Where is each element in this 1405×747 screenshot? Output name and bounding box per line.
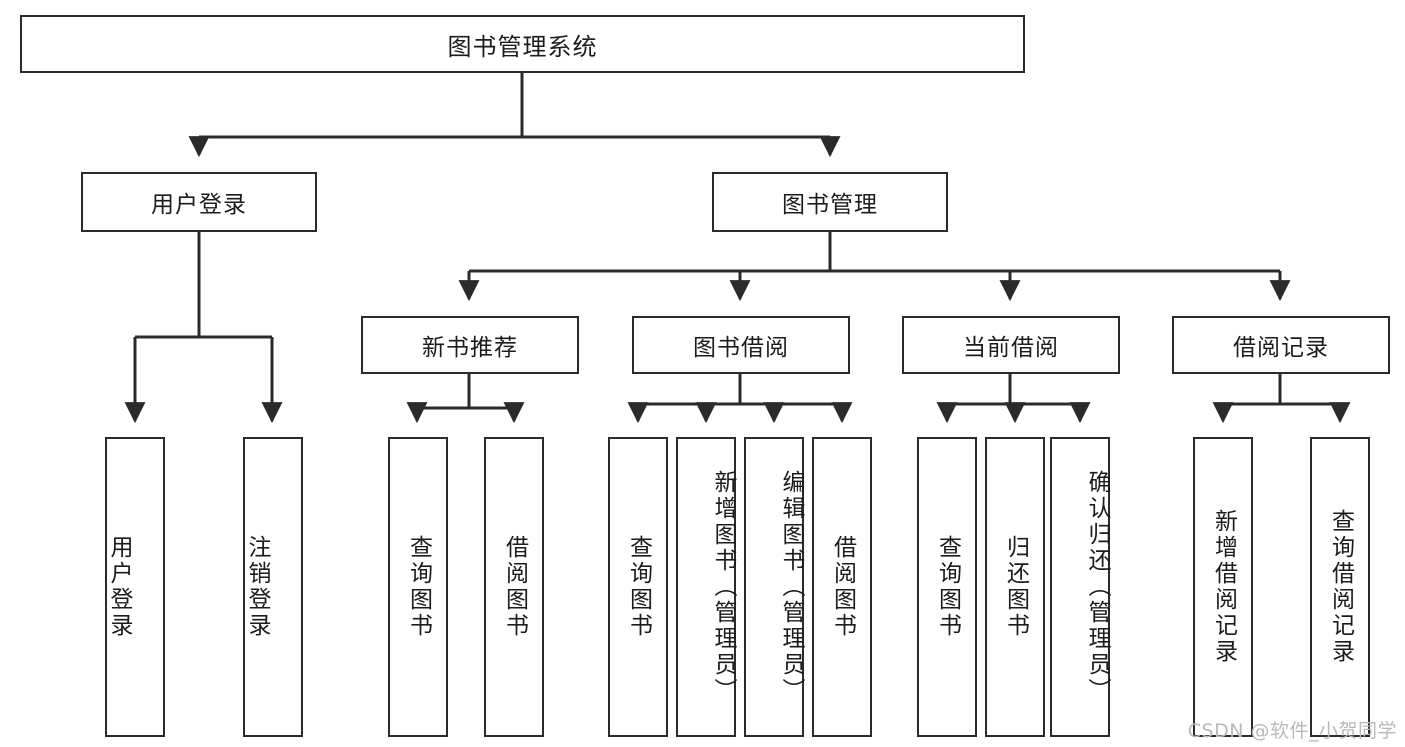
node-leaf-user-logout[interactable]: 注销登录 [243, 437, 303, 737]
node-borrow-record-label: 借阅记录 [1233, 335, 1329, 361]
node-leaf-query-book-3[interactable]: 查询图书 [917, 437, 977, 737]
node-user-login[interactable]: 用户登录 [81, 172, 317, 232]
node-leaf-edit-book[interactable]: 编辑图书（管理员） [744, 437, 804, 737]
node-leaf-borrow-book-2-label: 借阅图书 [829, 535, 856, 639]
node-leaf-query-book-3-label: 查询图书 [934, 535, 961, 639]
node-leaf-query-book-1[interactable]: 查询图书 [388, 437, 448, 737]
node-leaf-return-book[interactable]: 归还图书 [985, 437, 1045, 737]
node-new-book-recommend-label: 新书推荐 [422, 335, 518, 361]
node-leaf-edit-book-label: 编辑图书（管理员） [778, 470, 804, 704]
node-root-label: 图书管理系统 [447, 32, 598, 61]
node-current-borrow[interactable]: 当前借阅 [902, 316, 1120, 374]
node-user-login-label: 用户登录 [151, 192, 247, 218]
node-leaf-user-login[interactable]: 用户登录 [105, 437, 165, 737]
node-leaf-borrow-book-1-label: 借阅图书 [501, 535, 528, 639]
node-leaf-add-book-label: 新增图书（管理员） [710, 470, 736, 704]
node-book-borrow[interactable]: 图书借阅 [632, 316, 850, 374]
node-borrow-record[interactable]: 借阅记录 [1172, 316, 1390, 374]
node-root[interactable]: 图书管理系统 [20, 15, 1025, 73]
node-leaf-query-record[interactable]: 查询借阅记录 [1310, 437, 1370, 737]
node-leaf-query-book-1-label: 查询图书 [405, 535, 432, 639]
node-leaf-return-book-label: 归还图书 [1002, 535, 1029, 639]
node-leaf-borrow-book-2[interactable]: 借阅图书 [812, 437, 872, 737]
node-leaf-confirm-return[interactable]: 确认归还（管理员） [1050, 437, 1110, 737]
node-leaf-add-record[interactable]: 新增借阅记录 [1193, 437, 1253, 737]
node-current-borrow-label: 当前借阅 [963, 335, 1059, 361]
node-leaf-query-book-2[interactable]: 查询图书 [608, 437, 668, 737]
node-leaf-add-book[interactable]: 新增图书（管理员） [676, 437, 736, 737]
node-leaf-user-login-label: 用户登录 [106, 535, 132, 639]
csdn-watermark: CSDN @软件_小贺同学 [1187, 720, 1397, 742]
node-book-management-label: 图书管理 [782, 192, 878, 218]
node-new-book-recommend[interactable]: 新书推荐 [361, 316, 579, 374]
node-book-borrow-label: 图书借阅 [693, 335, 789, 361]
node-leaf-confirm-return-label: 确认归还（管理员） [1084, 470, 1110, 704]
node-leaf-query-book-2-label: 查询图书 [625, 535, 652, 639]
node-leaf-add-record-label: 新增借阅记录 [1210, 509, 1237, 665]
node-book-management[interactable]: 图书管理 [712, 172, 948, 232]
node-leaf-query-record-label: 查询借阅记录 [1327, 509, 1354, 665]
node-leaf-user-logout-label: 注销登录 [244, 535, 270, 639]
node-leaf-borrow-book-1[interactable]: 借阅图书 [484, 437, 544, 737]
